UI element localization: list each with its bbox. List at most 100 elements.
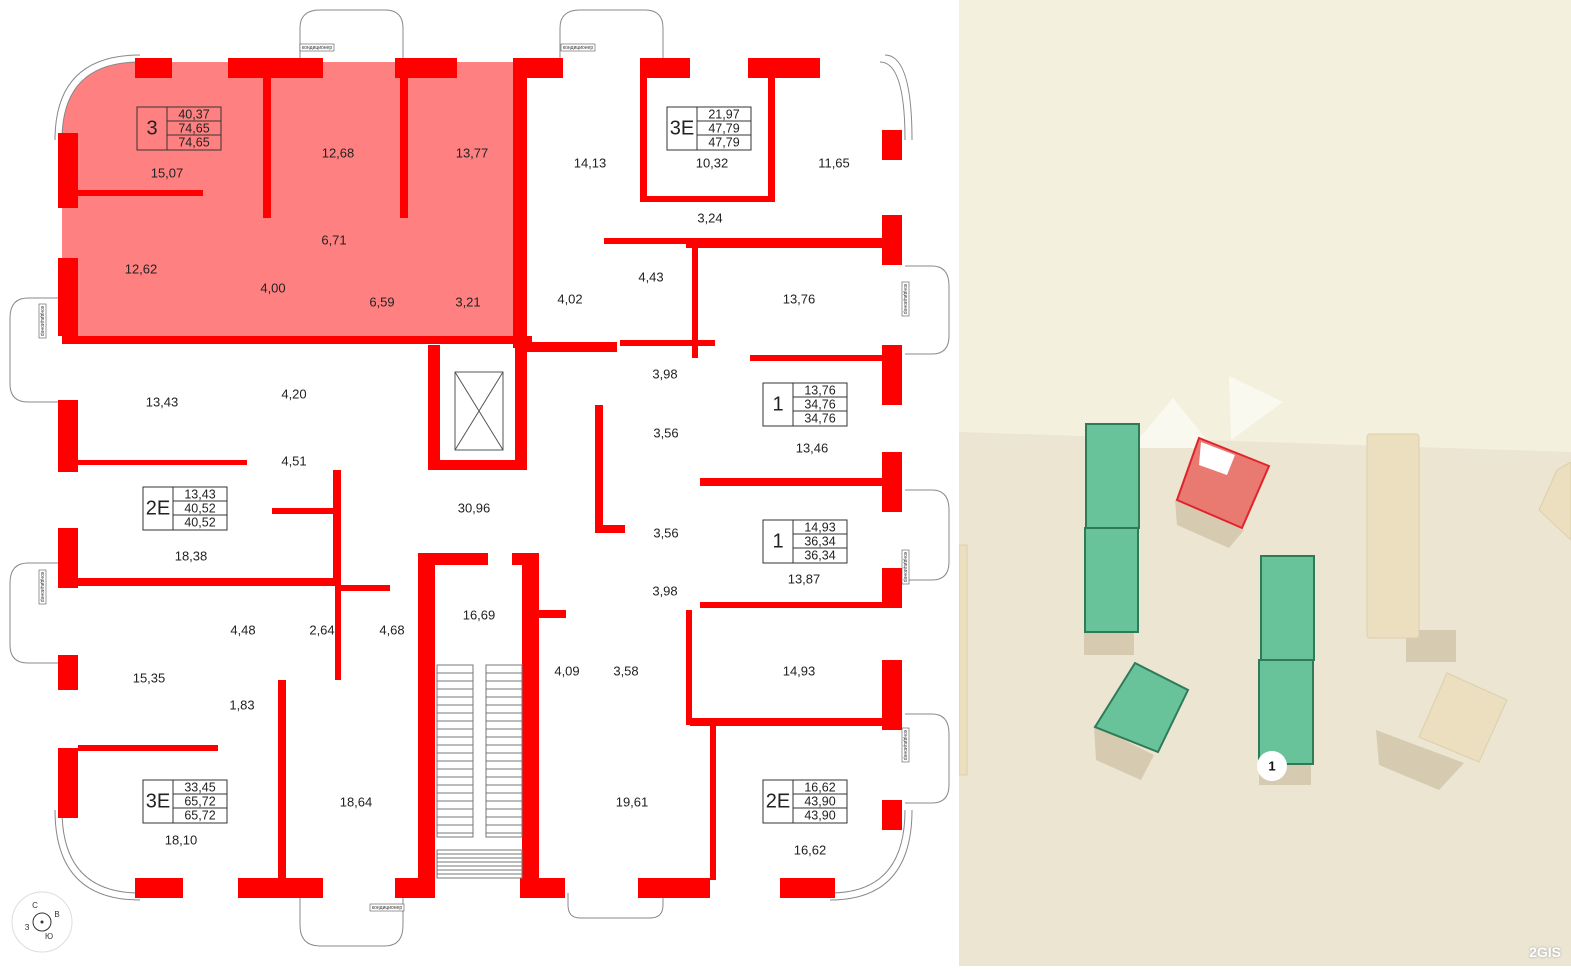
apartment-room-count: 2E [146,497,170,519]
svg-text:кондиционер: кондиционер [563,45,593,51]
apartment-area-total: 47,79 [708,121,739,135]
ac-label: кондиционер [369,903,405,912]
map-brand-logo: 2GIS [1529,944,1561,960]
apartment-area-living: 13,43 [184,487,215,501]
room-area-label: 3,24 [697,210,722,225]
room-area-label: 18,10 [165,832,198,847]
room-area-label: 13,77 [456,145,489,160]
room-area-label: 4,20 [281,386,306,401]
room-area-label: 15,35 [133,670,166,685]
room-area-label: 18,64 [340,794,373,809]
apartment-room-count: 2E [766,790,790,812]
map-building[interactable] [1260,555,1315,661]
room-area-label: 16,69 [463,607,496,622]
map-marker-label: 1 [1268,758,1275,773]
ac-label: кондиционер [38,569,47,605]
room-area-label: 4,68 [379,622,404,637]
site-map[interactable]: 1 2GIS [958,0,1571,966]
walls [58,58,902,898]
svg-text:кондиционер: кондиционер [39,572,45,602]
view-cone-left [1131,398,1213,448]
map-building[interactable] [1093,661,1190,754]
apartment-area-total: 40,52 [184,501,215,515]
room-area-label: 4,51 [281,453,306,468]
ac-label: кондиционер [38,303,47,339]
apartment-area-total-with-balcony: 74,65 [178,135,209,149]
svg-text:кондиционер: кондиционер [902,284,908,314]
apartment-area-total: 36,34 [804,534,835,548]
svg-text:кондиционер: кондиционер [902,730,908,760]
room-area-label: 1,83 [229,697,254,712]
room-area-label: 14,93 [783,663,816,678]
map-building-other[interactable] [1366,433,1420,639]
room-area-label: 14,13 [574,155,607,170]
apartment-area-total: 65,72 [184,794,215,808]
room-area-label: 13,43 [146,394,179,409]
map-building-other[interactable] [1418,672,1508,763]
map-marker[interactable]: 1 [1257,751,1287,781]
room-area-label: 12,62 [125,261,158,276]
room-area-label: 15,07 [151,165,184,180]
apartment-area-living: 33,45 [184,780,215,794]
selected-apartment-area[interactable] [62,62,520,340]
room-area-label: 18,38 [175,548,208,563]
map-building[interactable] [1084,527,1139,633]
apartment-room-count: 3E [146,790,170,812]
ac-label: кондиционер [901,727,910,763]
room-area-label: 3,56 [653,525,678,540]
apartment-area-living: 21,97 [708,107,739,121]
room-area-label: 16,62 [794,842,827,857]
room-area-label: 13,46 [796,440,829,455]
room-area-label: 10,32 [696,155,729,170]
room-area-label: 4,09 [554,663,579,678]
room-area-label: 3,58 [613,663,638,678]
map-building[interactable] [1258,659,1314,765]
apartment-area-living: 13,76 [804,383,835,397]
apartment-area-living: 14,93 [804,520,835,534]
apartment-area-total-with-balcony: 36,34 [804,548,835,562]
apartment-room-count: 1 [772,530,783,552]
room-area-label: 13,76 [783,291,816,306]
svg-text:кондиционер: кондиционер [39,306,45,336]
compass-north: С [32,901,38,910]
elevator-shaft [454,371,504,451]
room-area-label: 4,00 [260,280,285,295]
room-area-label: 6,71 [321,232,346,247]
map-building[interactable] [1085,423,1140,529]
apartment-area-living: 16,62 [804,780,835,794]
apartment-area-living: 40,37 [178,107,209,121]
room-area-label: 3,98 [652,366,677,381]
floor-plan: кондиционер кондиционер кондиционер кондици… [9,9,950,953]
apartment-area-total: 43,90 [804,794,835,808]
apartment-area-total-with-balcony: 40,52 [184,515,215,529]
room-area-label: 3,21 [455,294,480,309]
view-cone-right [1229,376,1283,440]
map-building-selected-section [1199,442,1235,475]
room-area-label: 13,87 [788,571,821,586]
room-area-label: 4,48 [230,622,255,637]
apartment-room-count: 3 [146,117,157,139]
ac-label: кондиционер [901,549,910,585]
apartment-area-total-with-balcony: 34,76 [804,411,835,425]
map-building-other[interactable] [1538,461,1571,541]
apartment-area-total-with-balcony: 47,79 [708,135,739,149]
svg-text:кондиционер: кондиционер [302,45,332,51]
compass-south: Ю [45,932,53,941]
room-area-label: 4,02 [557,291,582,306]
svg-text:кондиционер: кондиционер [902,552,908,582]
balconies [9,9,950,947]
ac-label: кондиционер [560,43,596,52]
staircase [436,664,523,879]
room-area-label: 12,68 [322,145,355,160]
room-area-label: 6,59 [369,294,394,309]
apartment-room-count: 1 [772,393,783,415]
ac-label: кондиционер [901,281,910,317]
compass-west: З [25,923,30,932]
